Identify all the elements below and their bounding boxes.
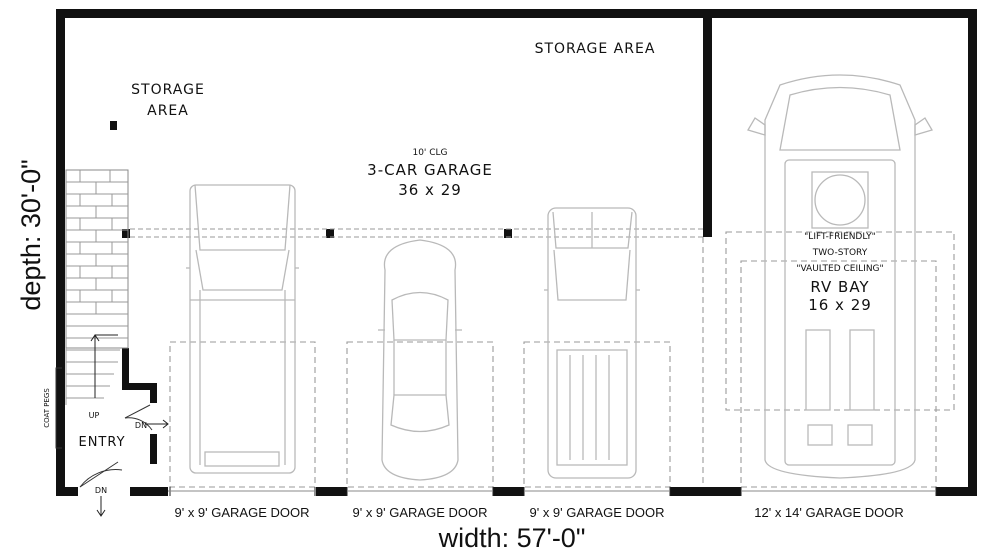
rv-bay-name-label: RV BAY <box>810 278 869 296</box>
walls <box>56 9 977 496</box>
door-tracks <box>168 487 937 496</box>
rv-note-1: "LIFT-FRIENDLY" <box>804 232 876 242</box>
garage-door-label-4: 12' x 14' GARAGE DOOR <box>754 505 903 520</box>
stair-dn-label-2: DN <box>95 486 107 495</box>
entry-label: ENTRY <box>78 435 125 450</box>
overhead-beam <box>130 228 703 238</box>
pickup-truck-2-icon <box>544 207 640 479</box>
coat-pegs-bracket <box>55 367 62 449</box>
sedan-car-icon <box>378 239 462 481</box>
storage-area-left-label-1: STORAGE <box>131 82 205 98</box>
rv-bay-size-label: 16 x 29 <box>808 296 872 314</box>
rv-note-3: "VAULTED CEILING" <box>796 264 883 274</box>
stair-up-label: UP <box>89 411 100 420</box>
garage-door-label-1: 9' x 9' GARAGE DOOR <box>175 505 310 520</box>
garage-door-outlines <box>169 231 955 488</box>
room-labels: STORAGE AREA STORAGE AREA 10' CLG 3-CAR … <box>43 41 884 495</box>
stairs <box>65 169 129 405</box>
stair-up-arrow-icon <box>90 334 118 398</box>
garage-name-label: 3-CAR GARAGE <box>367 161 493 179</box>
storage-area-top-label: STORAGE AREA <box>535 41 656 57</box>
rv-note-2: TWO-STORY <box>812 248 868 258</box>
storage-area-left-label-2: AREA <box>147 103 189 119</box>
depth-dimension: depth: 30'-0" <box>16 159 46 310</box>
pickup-truck-icon <box>186 184 299 474</box>
entry-door-swing <box>79 404 153 488</box>
garage-door-label-2: 9' x 9' GARAGE DOOR <box>353 505 488 520</box>
garage-door-labels: 9' x 9' GARAGE DOOR 9' x 9' GARAGE DOOR … <box>175 505 904 520</box>
garage-size-label: 36 x 29 <box>398 181 462 199</box>
garage-ceiling-label: 10' CLG <box>412 148 447 158</box>
rv-van-icon <box>747 74 933 479</box>
garage-door-label-3: 9' x 9' GARAGE DOOR <box>530 505 665 520</box>
coat-pegs-label: COAT PEGS <box>43 388 51 428</box>
width-dimension: width: 57'-0" <box>438 523 586 553</box>
dn-arrow-icon <box>96 419 169 517</box>
stair-dn-label-1: DN <box>135 421 147 430</box>
